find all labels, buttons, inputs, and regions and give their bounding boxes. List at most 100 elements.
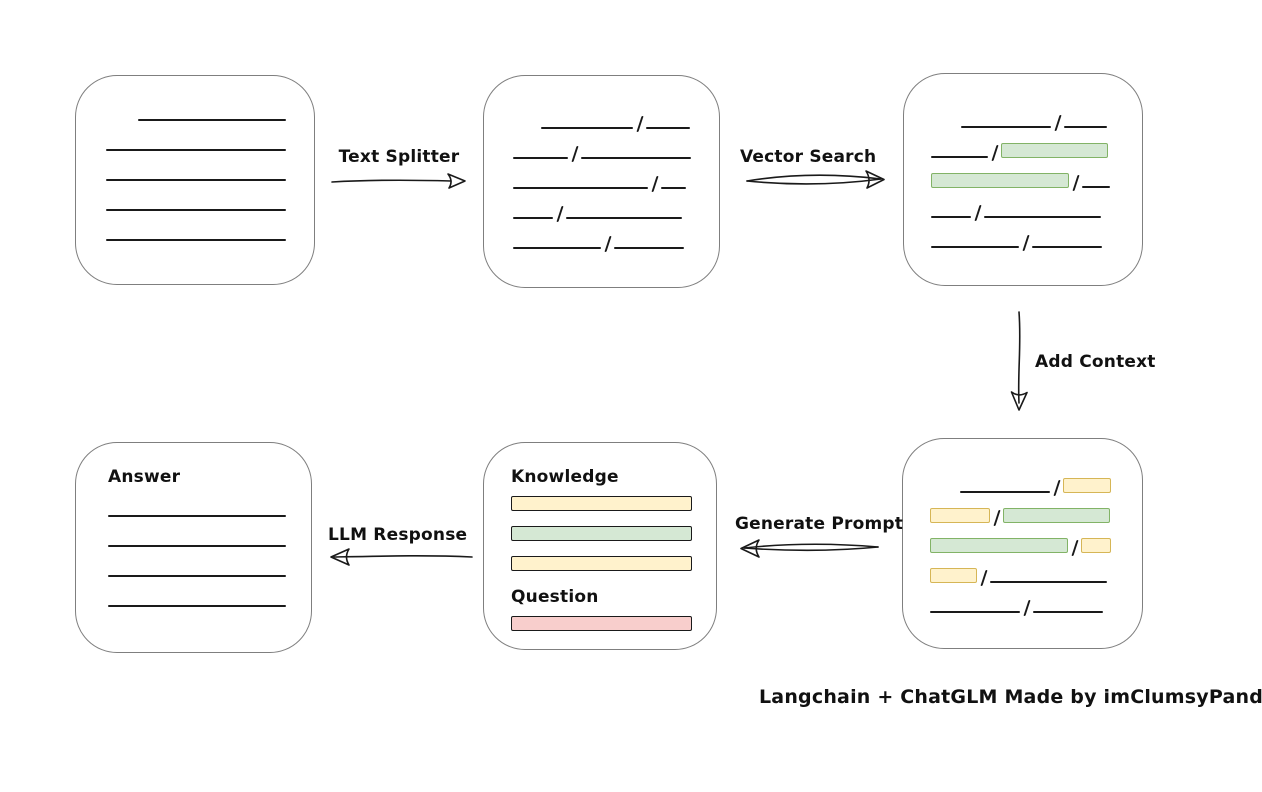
add-context-label: Add Context — [1035, 352, 1156, 372]
chunk-row — [108, 547, 311, 577]
text-line — [646, 127, 690, 129]
text-line — [1033, 611, 1103, 613]
chunk-row — [513, 99, 719, 132]
slash-divider — [648, 176, 661, 192]
slash-divider — [990, 510, 1003, 526]
prompt-node: Knowledge Question — [483, 442, 717, 650]
chunk-row — [108, 517, 311, 547]
split-chunk-rows — [513, 99, 719, 252]
slash-divider — [1020, 600, 1033, 616]
red-highlight-bar — [511, 616, 692, 631]
slash-divider — [601, 236, 614, 252]
chunk-row — [106, 151, 314, 181]
yellow-highlight-bar — [930, 568, 977, 583]
text-line — [513, 157, 568, 159]
answer-lines — [108, 487, 311, 607]
text-line — [960, 491, 1050, 493]
chunk-row — [930, 553, 1142, 586]
answer-node: Answer — [75, 442, 312, 653]
question-bars — [511, 616, 692, 631]
chunk-row — [513, 189, 719, 222]
split-chunks-node — [483, 75, 720, 288]
chunk-row — [930, 523, 1142, 556]
green-highlight-bar — [1001, 143, 1108, 158]
text-line — [931, 246, 1019, 248]
yellow-highlight-bar — [1063, 478, 1111, 493]
vector-search-label: Vector Search — [740, 147, 877, 167]
text-line — [106, 149, 286, 151]
chunk-row — [931, 158, 1142, 191]
slash-divider — [633, 116, 646, 132]
text-line — [108, 575, 286, 577]
text-splitter-label: Text Splitter — [338, 147, 460, 167]
green-highlight-bar — [511, 526, 692, 541]
slash-divider — [971, 205, 984, 221]
text-line — [106, 239, 286, 241]
text-splitter-arrow — [331, 173, 466, 189]
chunk-row — [513, 159, 719, 192]
text-line — [106, 209, 286, 211]
text-line — [108, 605, 286, 607]
context-chunk-rows — [930, 463, 1142, 616]
matched-chunk-rows — [931, 98, 1142, 251]
chunk-row — [931, 188, 1142, 221]
slash-divider — [977, 570, 990, 586]
text-line — [513, 187, 648, 189]
chunk-row — [513, 129, 719, 162]
slash-divider — [988, 145, 1001, 161]
text-line — [930, 611, 1020, 613]
yellow-highlight-bar — [511, 496, 692, 511]
answer-label: Answer — [108, 467, 181, 487]
slash-divider — [553, 206, 566, 222]
slash-divider — [1019, 235, 1032, 251]
chunk-row — [930, 463, 1142, 496]
generate-prompt-label: Generate Prompt — [735, 514, 904, 534]
text-line — [990, 581, 1107, 583]
generate-prompt-arrow — [740, 539, 879, 558]
yellow-highlight-bar — [511, 556, 692, 571]
text-line — [931, 156, 988, 158]
slash-divider — [1050, 480, 1063, 496]
yellow-highlight-bar — [1081, 538, 1111, 553]
chunk-row — [106, 181, 314, 211]
llm-response-arrow — [330, 548, 473, 566]
knowledge-bars — [511, 496, 692, 571]
chunk-row — [930, 493, 1142, 526]
source-document-node — [75, 75, 315, 285]
add-context-arrow — [1010, 311, 1028, 411]
chunk-row — [513, 219, 719, 252]
chunk-row — [106, 121, 314, 151]
green-highlight-bar — [930, 538, 1068, 553]
context-chunks-node — [902, 438, 1143, 649]
vector-search-arrow — [746, 170, 885, 189]
chunk-row — [106, 91, 314, 121]
chunk-row — [930, 583, 1142, 616]
text-line — [661, 187, 686, 189]
llm-response-label: LLM Response — [328, 525, 468, 545]
chunk-row — [106, 211, 314, 241]
text-line — [108, 545, 286, 547]
text-line — [1082, 186, 1110, 188]
text-line — [566, 217, 682, 219]
knowledge-label: Knowledge — [511, 467, 619, 487]
text-line — [961, 126, 1051, 128]
text-line — [1064, 126, 1107, 128]
text-line — [1032, 246, 1102, 248]
slash-divider — [1051, 115, 1064, 131]
text-line — [513, 217, 553, 219]
text-line — [513, 247, 601, 249]
slash-divider — [1069, 175, 1082, 191]
chunk-row — [931, 218, 1142, 251]
text-line — [984, 216, 1101, 218]
chunk-row — [108, 487, 311, 517]
document-lines — [106, 91, 314, 241]
green-highlight-bar — [1003, 508, 1110, 523]
text-line — [138, 119, 286, 121]
green-highlight-bar — [931, 173, 1069, 188]
question-label: Question — [511, 587, 599, 607]
text-line — [614, 247, 684, 249]
text-line — [581, 157, 691, 159]
text-line — [106, 179, 286, 181]
text-line — [541, 127, 633, 129]
